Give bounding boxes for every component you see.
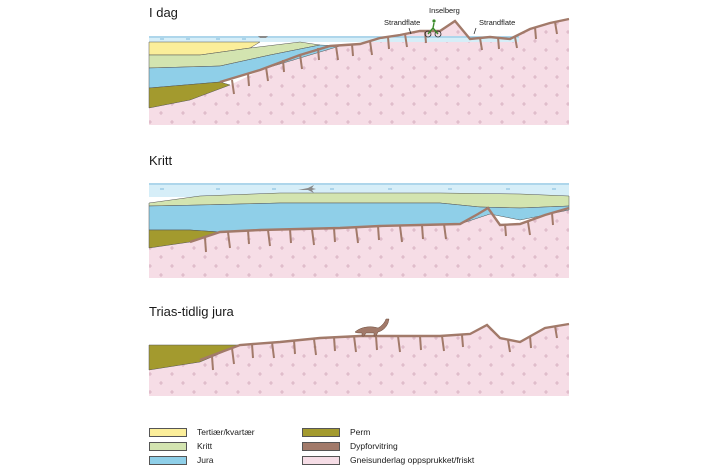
weathering-triassic [199, 322, 570, 362]
panel-title-triassic: Trias-tidlig jura [149, 304, 234, 319]
legend-swatch-basement [302, 455, 340, 465]
strandflate-right-label: Strandflate [479, 18, 516, 27]
boat-icon [258, 36, 268, 38]
inselberg-label: Inselberg [429, 6, 460, 15]
legend-item-quaternary: Tertiær/kvartær [149, 427, 255, 437]
legend-swatch-permian [302, 427, 340, 437]
legend-item-basement: Gneisunderlag oppsprukket/friskt [302, 455, 474, 465]
panel-cretaceous [148, 183, 570, 278]
legend-label-basement: Gneisunderlag oppsprukket/friskt [350, 455, 475, 465]
legend-label-jurassic: Jura [197, 455, 214, 465]
legend-swatch-quaternary [149, 427, 187, 437]
legend-item-permian: Perm [302, 427, 370, 437]
fish-icon [298, 185, 316, 193]
legend-swatch-jurassic [149, 455, 187, 465]
legend-item-jurassic: Jura [149, 455, 214, 465]
legend-label-weathering: Dypforvitring [350, 441, 398, 451]
legend-label-quaternary: Tertiær/kvartær [197, 427, 255, 437]
dinosaur-icon [354, 318, 390, 337]
panel-title-today: I dag [149, 5, 178, 20]
sea-today [149, 36, 519, 42]
cyclist-icon [424, 19, 442, 38]
panel-triassic [148, 318, 570, 396]
legend-label-permian: Perm [350, 427, 371, 437]
legend-item-cretaceous: Kritt [149, 441, 212, 451]
legend-swatch-cretaceous [149, 441, 187, 451]
panel-today [148, 17, 570, 125]
legend-label-cretaceous: Kritt [197, 441, 213, 451]
weathering-cretaceous [189, 206, 570, 244]
permian-layer-triassic [148, 344, 241, 371]
strandflate-left-label: Strandflate [384, 18, 421, 27]
legend-swatch-weathering [302, 441, 340, 451]
panel-title-cretaceous: Kritt [149, 153, 173, 168]
legend-item-weathering: Dypforvitring [302, 441, 398, 451]
permian-layer-today [148, 81, 231, 109]
